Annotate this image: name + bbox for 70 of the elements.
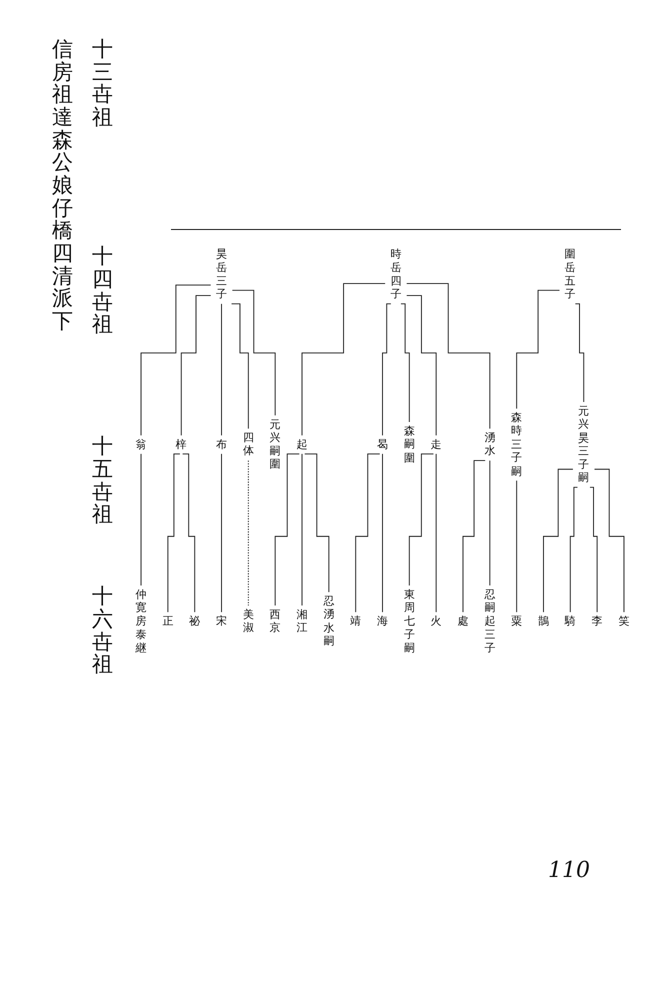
- node-text: 圍 岳五子: [564, 248, 576, 301]
- node-text: 昊 岳三子: [216, 248, 228, 301]
- connector: [406, 283, 490, 430]
- connector: [400, 303, 410, 422]
- node-text: 騎: [564, 614, 576, 628]
- node-text: 翁: [135, 438, 147, 452]
- connector: [594, 468, 624, 613]
- node-text: 布: [216, 438, 228, 452]
- node-text: 忍 嗣起三子: [484, 588, 496, 655]
- connector: [382, 453, 383, 613]
- connector: [221, 303, 222, 436]
- connector: [516, 290, 560, 410]
- node-text: 祕: [189, 614, 200, 628]
- generation-label: 十三卋祖: [91, 38, 114, 129]
- connector: [182, 453, 196, 613]
- connector: [248, 460, 249, 606]
- node-text: 元兴 昊三子嗣: [578, 404, 590, 484]
- node-text: 四体: [242, 431, 254, 458]
- connector: [304, 453, 330, 593]
- node-text: 起: [296, 438, 308, 452]
- connector: [232, 290, 276, 416]
- connector: [406, 295, 437, 436]
- node-text: 元兴 嗣圍: [270, 418, 281, 472]
- generation-label: 十四卋祖: [91, 245, 114, 336]
- connector: [489, 460, 490, 586]
- connector: [574, 303, 584, 402]
- node-text: 忍 湧水嗣: [323, 594, 334, 648]
- page-number: 110: [548, 858, 590, 883]
- node-text: 火: [430, 614, 442, 628]
- node-text: 靖: [350, 614, 362, 628]
- connector: [167, 453, 180, 613]
- connector: [140, 453, 142, 586]
- node-text: 湘江: [296, 608, 308, 635]
- connector: [570, 486, 578, 613]
- node-text: 鵲: [538, 614, 550, 628]
- node-text: 李: [592, 614, 603, 628]
- connector: [408, 453, 434, 586]
- connector: [231, 303, 249, 430]
- node-text: 西京: [270, 608, 281, 635]
- connector: [302, 283, 386, 436]
- connector: [140, 284, 212, 436]
- node-text: 處: [457, 614, 469, 628]
- connector: [221, 453, 222, 613]
- node-text: 宋: [216, 614, 228, 628]
- node-text: 曷: [376, 438, 388, 452]
- generation-label: 十六卋祖: [91, 585, 114, 676]
- node-text: 梓: [176, 438, 187, 452]
- connector: [516, 480, 518, 613]
- connector: [462, 460, 486, 613]
- node-text: 湧水: [484, 431, 496, 458]
- node-text: 森 時三子嗣: [511, 411, 522, 478]
- node-text: 時 岳四子: [390, 248, 402, 301]
- connector: [274, 453, 300, 606]
- node-text: 森 嗣圍: [404, 424, 415, 464]
- connector: [543, 468, 574, 613]
- connector: [590, 486, 598, 613]
- node-text: 東 周七子嗣: [404, 588, 415, 655]
- node-text: 仲 寛房泰継: [135, 588, 147, 655]
- connector: [436, 453, 437, 613]
- node-text: 粟: [511, 614, 522, 628]
- node-text: 美淑: [242, 608, 254, 635]
- node-text: 正: [162, 614, 174, 628]
- connector: [355, 453, 380, 613]
- title: 信房祖達森公娘仔橋四清派下: [51, 38, 74, 333]
- connector: [382, 303, 392, 436]
- node-text: 海: [376, 614, 388, 628]
- connector: [180, 295, 212, 436]
- generation-label: 十五卋祖: [91, 435, 114, 526]
- node-text: 走: [430, 438, 442, 452]
- node-text: 笑: [618, 614, 630, 628]
